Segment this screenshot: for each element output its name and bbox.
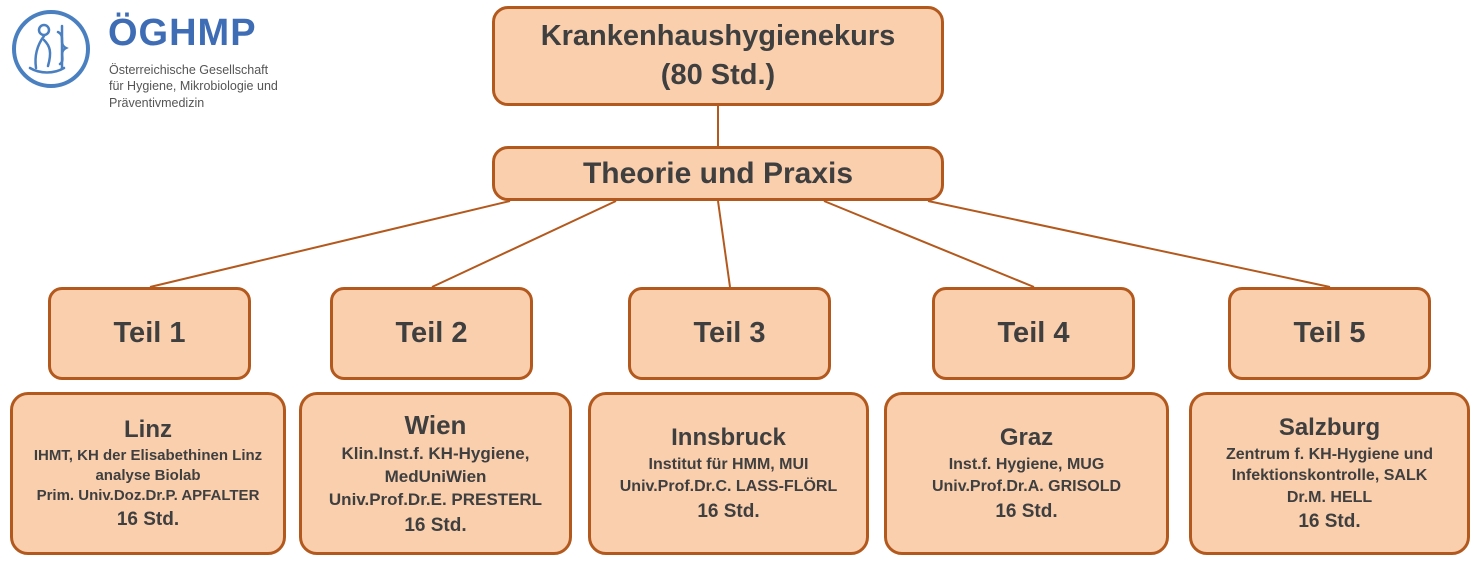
root-title-line2: (80 Std.) bbox=[660, 59, 776, 91]
oeghmp-logo: ÖGHMP Österreichische Gesellschaft für H… bbox=[8, 6, 348, 111]
node-teil-3: Teil 3 bbox=[628, 287, 831, 380]
detail-line: IHMT, KH der Elisabethinen Linz bbox=[33, 446, 263, 464]
detail-city-innsbruck: Innsbruck bbox=[671, 424, 786, 452]
detail-city-salzburg: Salzburg bbox=[1278, 413, 1381, 441]
oeghmp-emblem-icon bbox=[12, 10, 90, 88]
detail-city-linz: Linz bbox=[124, 415, 172, 443]
node-teil-2: Teil 2 bbox=[330, 287, 533, 380]
theorie-label: Theorie und Praxis bbox=[582, 156, 854, 190]
logo-subtitle-line1: Österreichische Gesellschaft bbox=[109, 63, 269, 77]
node-teil-4: Teil 4 bbox=[932, 287, 1135, 380]
detail-line: Zentrum f. KH-Hygiene und bbox=[1225, 445, 1434, 463]
detail-hours-salzburg: 16 Std. bbox=[1298, 511, 1361, 533]
detail-line: Univ.Prof.Dr.C. LASS-FLÖRL bbox=[619, 478, 838, 495]
root-node-krankenhaushygienekurs: Krankenhaushygienekurs (80 Std.) bbox=[492, 6, 944, 106]
detail-node-innsbruck: Innsbruck Institut für HMM, MUI Univ.Pro… bbox=[588, 392, 869, 555]
logo-subtitle-line2: für Hygiene, Mikrobiologie und bbox=[109, 79, 278, 94]
detail-hours-graz: 16 Std. bbox=[995, 500, 1058, 522]
logo-subtitle: Österreichische Gesellschaft für Hygiene… bbox=[109, 62, 278, 111]
detail-line: Institut für HMM, MUI bbox=[648, 456, 809, 474]
teil-4-label: Teil 4 bbox=[997, 317, 1070, 349]
node-teil-5: Teil 5 bbox=[1228, 287, 1431, 380]
node-teil-1: Teil 1 bbox=[48, 287, 251, 380]
root-title-line1: Krankenhaushygienekurs bbox=[540, 19, 896, 52]
detail-node-graz: Graz Inst.f. Hygiene, MUG Univ.Prof.Dr.A… bbox=[884, 392, 1169, 555]
detail-hours-wien: 16 Std. bbox=[404, 514, 467, 536]
detail-line: Infektionskontrolle, SALK bbox=[1231, 467, 1428, 485]
detail-line: analyse Biolab bbox=[95, 466, 201, 484]
detail-line: Dr.M. HELL bbox=[1286, 488, 1373, 506]
detail-line: Prim. Univ.Doz.Dr.P. APFALTER bbox=[36, 487, 260, 505]
detail-node-wien: Wien Klin.Inst.f. KH-Hygiene, MedUniWien… bbox=[299, 392, 572, 555]
detail-line: Klin.Inst.f. KH-Hygiene, bbox=[341, 444, 530, 464]
teil-1-label: Teil 1 bbox=[113, 317, 186, 349]
logo-subtitle-line3: Präventivmedizin bbox=[109, 95, 205, 110]
detail-city-graz: Graz bbox=[999, 424, 1054, 452]
detail-line: Univ.Prof.Dr.E. PRESTERL bbox=[328, 489, 543, 509]
node-theorie-und-praxis: Theorie und Praxis bbox=[492, 146, 944, 201]
detail-line: Inst.f. Hygiene, MUG bbox=[948, 456, 1105, 474]
teil-5-label: Teil 5 bbox=[1293, 317, 1366, 349]
detail-line: Univ.Prof.Dr.A. GRISOLD bbox=[931, 478, 1122, 495]
detail-node-salzburg: Salzburg Zentrum f. KH-Hygiene und Infek… bbox=[1189, 392, 1470, 555]
detail-hours-linz: 16 Std. bbox=[116, 509, 180, 531]
detail-hours-innsbruck: 16 Std. bbox=[697, 500, 760, 522]
logo-acronym: ÖGHMP bbox=[108, 12, 257, 54]
teil-3-label: Teil 3 bbox=[693, 317, 766, 349]
detail-line: MedUniWien bbox=[384, 467, 487, 487]
teil-2-label: Teil 2 bbox=[395, 317, 468, 349]
detail-node-linz: Linz IHMT, KH der Elisabethinen Linz ana… bbox=[10, 392, 286, 555]
detail-city-wien: Wien bbox=[404, 410, 467, 441]
emblem-figure-icon bbox=[28, 23, 69, 74]
